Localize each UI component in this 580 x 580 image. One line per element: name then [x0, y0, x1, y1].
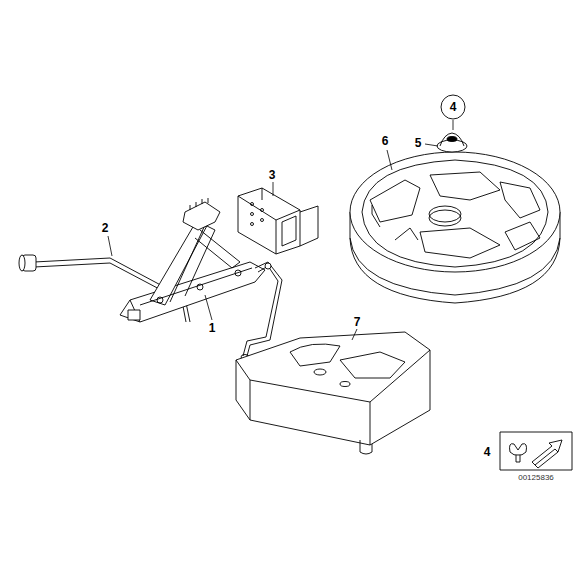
callout-number: 5: [415, 137, 422, 149]
foam-tray-large: [350, 152, 560, 303]
callout-number: 7: [354, 316, 361, 328]
callout-circle: 4: [440, 94, 466, 120]
drawing-number: 00125836: [518, 474, 554, 482]
foam-tray-small: [236, 332, 430, 454]
jack-bracket: [238, 188, 318, 254]
callout-number: 3: [269, 169, 276, 181]
callout-number: 6: [382, 135, 389, 147]
callout-number: 4: [450, 101, 457, 113]
cover-cap: [437, 133, 467, 152]
callout-number: 1: [209, 322, 216, 334]
circle-outline: [441, 95, 465, 119]
car-jack: [120, 198, 282, 360]
leader-lines: [108, 120, 453, 340]
callout-number: 4: [484, 446, 491, 458]
symbol-box: [500, 432, 572, 470]
callout-number: 2: [102, 222, 109, 234]
